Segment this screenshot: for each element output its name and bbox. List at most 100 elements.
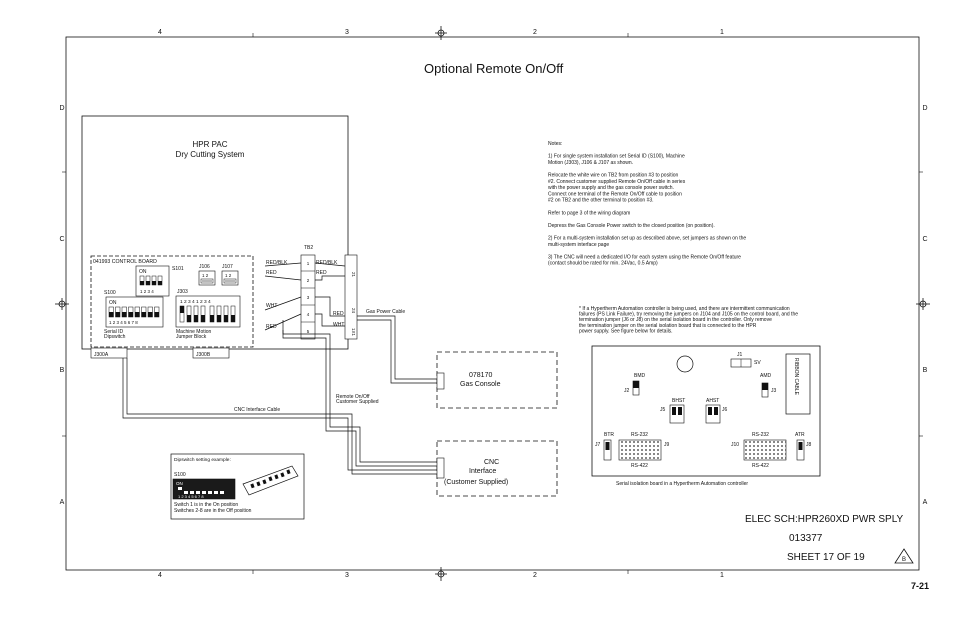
serial-id-label-1: Serial ID bbox=[104, 329, 124, 335]
cnc-interface-cable bbox=[122, 358, 438, 475]
wire-labels: RED/BLK RED WHT RED RED/BLK RED RED WHT bbox=[266, 260, 344, 330]
j5-label: J5 bbox=[660, 407, 666, 413]
tb2-pin-1: 1 bbox=[307, 261, 310, 266]
s100-on-label: ON bbox=[109, 300, 117, 306]
note-line: termination jumper (J6 or J8) on the ser… bbox=[579, 317, 772, 323]
tb2-pin-4: 4 bbox=[307, 312, 310, 317]
j9-label: J9 bbox=[664, 442, 670, 448]
note-line: Depress the Gas Console Power switch to … bbox=[548, 223, 715, 229]
j107-label: J107 bbox=[222, 264, 233, 270]
dipswitch-example-title: Dipswitch setting example: bbox=[174, 457, 231, 463]
s101-numbers: 1 2 3 4 bbox=[140, 289, 154, 294]
board-mounting-hole bbox=[676, 355, 694, 373]
tb2-right-strip bbox=[344, 254, 358, 340]
dipswitch-example-line-2: Switches 2-8 are in the Off position bbox=[174, 508, 252, 514]
rs422-right-label: RS-422 bbox=[752, 463, 769, 469]
col-label-4: 4 bbox=[158, 29, 162, 36]
note-line: Notes: bbox=[548, 141, 562, 147]
cnc-line-1: CNC bbox=[484, 459, 499, 466]
atr-label: ATR bbox=[795, 432, 805, 438]
jumper-block-label-2: Jumper Block bbox=[176, 334, 207, 340]
sheet-label: SHEET 17 OF 19 bbox=[787, 552, 865, 563]
note-line: #2. Connect customer supplied Remote On/… bbox=[548, 179, 686, 185]
wire-red-blk-right: RED/BLK bbox=[316, 260, 338, 266]
notes-block: Notes:1) For single system installation … bbox=[548, 141, 746, 267]
tb2-pin-5: 5 bbox=[307, 329, 310, 334]
grid-column-labels-top: 4 3 2 1 bbox=[158, 29, 724, 36]
wire-wht-left: WHT bbox=[266, 303, 277, 309]
hpr-pac-subtitle: Dry Cutting System bbox=[176, 150, 245, 159]
dipswitch-example-toggles bbox=[178, 487, 224, 494]
j303-jumpers bbox=[180, 306, 235, 322]
note-line: Refer to page 3 of the wiring diagram bbox=[548, 210, 630, 216]
revision-triangle bbox=[894, 548, 914, 564]
grid-column-labels-bottom: 4 3 2 1 bbox=[158, 572, 724, 579]
serial-board-caption: Serial isolation board in a Hypertherm A… bbox=[616, 481, 748, 487]
j6-label: J6 bbox=[722, 407, 728, 413]
wire-red-blk-left: RED/BLK bbox=[266, 260, 288, 266]
note-line: 2) For a multi-system installation set u… bbox=[548, 236, 746, 242]
col-label-4-bottom: 4 bbox=[158, 572, 162, 579]
asterisk-note-block: * If a Hypertherm Automation controller … bbox=[579, 306, 798, 334]
tb2-right-pin-1x1: 1X1 bbox=[351, 328, 356, 337]
tb2-right-pin-21: 21 bbox=[351, 272, 356, 278]
s100-levers bbox=[109, 312, 159, 317]
s100-label: S100 bbox=[104, 290, 116, 296]
cnc-interface-box bbox=[436, 440, 558, 497]
col-label-1: 1 bbox=[720, 29, 724, 36]
note-line: (contact should be rated for min. 24Vac,… bbox=[548, 261, 658, 267]
wire-wht-right: WHT bbox=[333, 322, 344, 328]
j8-label: J8 bbox=[806, 442, 812, 448]
j10-header bbox=[743, 439, 787, 461]
col-label-2: 2 bbox=[533, 29, 537, 36]
note-line: * If a Hypertherm Automation controller … bbox=[579, 306, 790, 312]
row-label-c: C bbox=[59, 236, 64, 243]
gas-console-box bbox=[436, 351, 558, 409]
row-label-d: D bbox=[59, 105, 64, 112]
ahst-label: AHST bbox=[706, 398, 719, 404]
j303-numbers: 1 2 3 4 1 2 3 4 bbox=[180, 299, 211, 305]
note-line: Connect one terminal of the Remote On/Of… bbox=[548, 191, 682, 197]
gas-power-cable-label: Gas Power Cable bbox=[366, 309, 405, 315]
s101-label: S101 bbox=[172, 266, 184, 272]
note-line: Motion (J303), J106 & J107 as shown. bbox=[548, 160, 633, 166]
col-label-1-bottom: 1 bbox=[720, 572, 724, 579]
j10-label: J10 bbox=[731, 442, 739, 448]
j303-jumper-block bbox=[175, 295, 241, 328]
note-line: power supply. See figure below for detai… bbox=[579, 328, 673, 334]
gas-console-label: Gas Console bbox=[460, 381, 501, 388]
wire-red-right-2: RED bbox=[333, 311, 344, 317]
note-line: 3) The CNC will need a dedicated I/O for… bbox=[548, 254, 741, 260]
btr-label: BTR bbox=[604, 432, 614, 438]
dipswitch-example-box bbox=[170, 453, 305, 520]
ribbon-cable-connector bbox=[785, 353, 811, 415]
page-title: Optional Remote On/Off bbox=[424, 61, 564, 76]
note-line: #2 on TB2 and the other terminal to posi… bbox=[548, 198, 654, 204]
wire-red-left-2: RED bbox=[266, 324, 277, 330]
dipswitch-example-switch bbox=[172, 478, 236, 500]
revision-label: B bbox=[902, 557, 906, 563]
note-line: failures (PS Link Failure), try removing… bbox=[579, 312, 798, 318]
dipswitch-example-3d-view bbox=[242, 465, 299, 496]
dipswitch-example-line-1: Switch 1 is in the On position bbox=[174, 502, 238, 508]
rs422-left-label: RS-422 bbox=[631, 463, 648, 469]
ribbon-cable-label: RIBBON CABLE bbox=[793, 358, 799, 396]
tb2-label: TB2 bbox=[304, 245, 313, 251]
j107-pins: 1 2 bbox=[225, 273, 232, 278]
schematic-name: ELEC SCH:HPR260XD PWR SPLY bbox=[745, 514, 904, 525]
row-label-a-right: A bbox=[923, 499, 928, 506]
dipswitch-example-numbers: 1 2 3 4 5 6 7 8 bbox=[178, 494, 204, 499]
remote-onoff-label-2: Customer Supplied bbox=[336, 399, 379, 405]
j1-label: J1 bbox=[737, 352, 743, 358]
remote-onoff-cable bbox=[282, 320, 438, 467]
j2-label: J2 bbox=[624, 388, 630, 394]
serial-id-label-2: Dipswitch bbox=[104, 334, 126, 340]
note-line: with the power supply and the gas consol… bbox=[548, 185, 674, 191]
grid-row-labels-right: D C B A bbox=[922, 105, 927, 506]
row-label-b-right: B bbox=[923, 367, 928, 374]
wire-red-right: RED bbox=[316, 270, 327, 276]
j303-label: J303 bbox=[177, 289, 188, 295]
control-board-label: 041993 CONTROL BOARD bbox=[93, 259, 157, 265]
j3-label: J3 bbox=[771, 388, 777, 394]
